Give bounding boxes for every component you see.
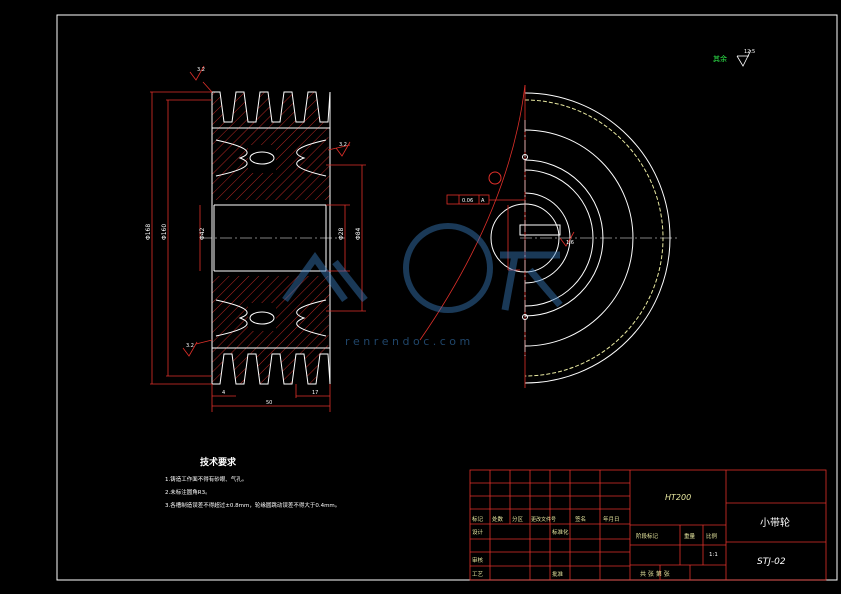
drawing-number: STJ-02 <box>757 557 786 567</box>
label-design: 设计 <box>472 528 484 536</box>
roughness-mark-groove <box>335 141 351 157</box>
dim-hub-diameter: Φ84 <box>355 227 362 240</box>
watermark-url: r e n r e n d o c . c o m <box>345 335 470 348</box>
surface-roughness-mark <box>736 49 752 67</box>
label-scale: 比例 <box>706 532 718 540</box>
surface-mark-label: 其余 <box>713 54 727 63</box>
roughness-groove: 3.2 <box>339 142 347 148</box>
dim-keyway: Φ28 <box>338 227 345 240</box>
label-approve: 批准 <box>552 570 564 578</box>
roughness-top: 3.2 <box>197 67 205 73</box>
roughness-bore: 1.6 <box>566 240 574 246</box>
row-label-date: 年月日 <box>603 515 620 523</box>
dim-width-right: 17 <box>312 390 318 396</box>
dim-width-total: 50 <box>266 400 272 406</box>
surface-mark-value: 12.5 <box>744 49 755 55</box>
dim-outer-diameter: Φ168 <box>145 224 152 240</box>
label-process: 工艺 <box>472 571 484 578</box>
pulley-section-view <box>150 81 366 412</box>
part-name: 小带轮 <box>760 516 790 529</box>
roughness-mark-bottom <box>182 341 198 357</box>
datum-symbol: A <box>481 198 485 204</box>
label-sheets: 共 张 第 张 <box>640 570 670 578</box>
datum-tolerance: 0.06 <box>462 198 473 204</box>
row-label-zone: 分区 <box>512 515 524 523</box>
pulley-end-view <box>419 84 680 388</box>
material-label: HT200 <box>665 493 691 502</box>
label-standardize: 标准化 <box>552 528 569 536</box>
roughness-mark-top <box>189 65 205 81</box>
watermark <box>282 223 563 313</box>
row-label-mark: 标记 <box>472 515 484 523</box>
roughness-bottom: 3.2 <box>186 343 194 349</box>
row-label-sign: 签名 <box>575 515 586 523</box>
scale-value: 1:1 <box>709 552 718 558</box>
tech-req-line-2: 2.未标注圆角R3。 <box>165 488 211 496</box>
drawing-frame <box>56 14 838 581</box>
row-label-change: 更改文件号 <box>531 516 556 523</box>
tech-req-line-1: 1.铸造工作面不得有砂眼、气孔。 <box>165 475 247 483</box>
label-review: 审核 <box>472 556 484 564</box>
dim-pitch-diameter: Φ160 <box>161 224 168 240</box>
dim-bore-diameter: Φ42 <box>199 227 206 240</box>
tech-req-title: 技术要求 <box>200 456 237 468</box>
label-weight: 重量 <box>684 532 696 540</box>
tech-req-line-3: 3.各槽制造误差不得超过±0.8mm，轮缘圆跳动误差不得大于0.4mm。 <box>165 501 340 509</box>
dim-width-left: 4 <box>222 390 225 396</box>
label-stage-mark: 阶段标记 <box>636 532 659 540</box>
title-block <box>469 469 827 581</box>
row-label-count: 处数 <box>492 515 504 523</box>
